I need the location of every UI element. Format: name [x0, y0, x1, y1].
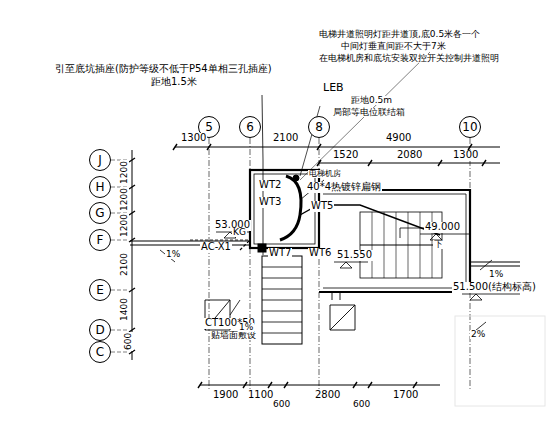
slope: 1% [238, 323, 254, 332]
slope: 2% [470, 330, 486, 339]
dimension: 2080 [396, 150, 423, 161]
note: 在电梯机房和底坑安装双控开关控制井道照明 [318, 54, 500, 63]
axis-label: J [98, 154, 102, 166]
axis-label: E [96, 284, 104, 296]
dimension: 1700 [392, 390, 419, 401]
axis-bubble: D [89, 319, 111, 341]
circuit-tag: WT3 [258, 197, 282, 208]
axis-label: 6 [246, 121, 254, 133]
axis-label: G [95, 207, 104, 219]
axis-bubble: 10 [459, 116, 481, 138]
axis-label: C [96, 346, 104, 358]
room-name: 电梯机房 [308, 170, 342, 178]
dimension: 2100 [120, 253, 129, 278]
axis-label: 10 [462, 121, 477, 133]
slope: 1% [165, 250, 181, 259]
dimension: 1520 [332, 150, 359, 161]
note: 距地1.5米 [150, 77, 198, 88]
axis-label: H [95, 181, 104, 193]
axis-bubble: F [89, 229, 111, 251]
note: 距地0.5m [350, 96, 393, 105]
equipment-name: 局部等电位联结箱 [332, 108, 406, 117]
note: 引至底坑插座(防护等级不低于P54单相三孔插座) [54, 64, 273, 75]
equipment-tag: LEB [322, 82, 345, 94]
axis-label: D [95, 324, 104, 336]
dimension: 1900 [212, 390, 239, 401]
level: 51.500(结构标高) [452, 282, 537, 293]
circuit-tag: WT7 [268, 248, 292, 259]
axis-bubble: 8 [308, 116, 330, 138]
slope: 1% [488, 270, 504, 279]
dimension: 1200 [120, 161, 129, 186]
dimension: 600 [272, 400, 291, 409]
axis-bubble: J [89, 149, 111, 171]
equipment-tag: KG [232, 228, 247, 237]
dimension: 1200 [120, 214, 129, 239]
dimension: 1300 [180, 133, 207, 144]
circuit-tag: WT2 [258, 180, 282, 191]
cable-tag: AC-X1 [200, 242, 232, 253]
dimension: 600 [352, 400, 371, 409]
note: 40*4热镀锌扁钢 [306, 182, 382, 193]
note: 电梯井道照明灯距井道顶,底0.5米各一个 [318, 30, 481, 39]
dimension: 1400 [120, 298, 129, 323]
axis-bubble: C [89, 341, 111, 363]
axis-bubble: 6 [239, 116, 261, 138]
dimension: 1200 [120, 188, 129, 213]
stair-direction: 下 [433, 240, 444, 249]
level: 49.000 [424, 222, 461, 233]
dimension: 1300 [452, 150, 479, 161]
dimension: 600 [124, 331, 133, 350]
dimension: 4900 [385, 133, 412, 144]
axis-bubble: E [89, 279, 111, 301]
dimension: 2800 [314, 390, 341, 401]
dimension: 2100 [272, 133, 299, 144]
axis-bubble: H [89, 176, 111, 198]
axis-label: F [97, 234, 104, 246]
level: 51.550 [336, 250, 373, 261]
circuit-tag: WT5 [310, 201, 334, 212]
circuit-tag: WT6 [308, 248, 332, 259]
axis-bubble: G [89, 202, 111, 224]
axis-label: 8 [315, 121, 323, 133]
axis-label: 5 [205, 121, 213, 133]
dimension: 1100 [247, 390, 274, 401]
note: 中间灯垂直间距不大于7米 [340, 42, 447, 51]
